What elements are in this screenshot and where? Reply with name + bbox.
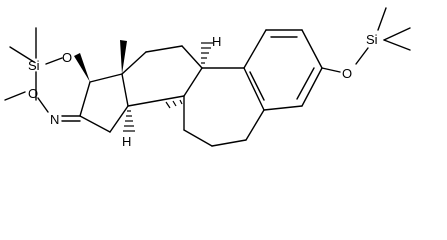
atom-h-top: H [212,34,221,49]
bond-c2-c3 [301,29,323,69]
bond-c15-c14 [109,105,129,133]
ring-b [183,67,265,147]
bond-c10-c1 [243,29,267,69]
bond-c5-c10 [245,109,265,141]
chemical-structure: Si O N O H H Si O [4,7,411,149]
bond-c16-c15 [79,115,111,133]
bond-c4-c5 [263,105,303,111]
hash-c14-h [123,110,135,132]
bond-si-methyl-up-left [9,46,35,63]
bond-c17-c13 [89,73,123,83]
bond-c7-c6 [183,129,213,147]
bond-c6-c5 [211,139,247,147]
bond-o-methyl [4,91,26,101]
bond-si-methyl-right-down [383,27,411,41]
bond-c11-c9 [181,45,203,69]
atom-o-right: O [342,66,352,81]
left-trimethylsilyl-group [9,27,63,101]
hash-c9-h [201,42,213,64]
wedge-c13-methyl [120,40,127,74]
bond-o-si-right [355,47,369,65]
atom-n-oxime: N [50,112,59,127]
bond-si-methyl-right-up [377,7,387,31]
bond-c12-c11 [145,45,183,53]
bond-si-o-left [45,57,63,65]
bond-c5-c10-inner [249,71,265,101]
bond-n-o [37,97,49,113]
bond-c5-c10 [243,67,265,111]
bond-si-methyl-right [383,39,411,51]
bond-c3-c4-inner [296,67,315,100]
wedge-c17-o [74,53,90,82]
atom-o-oxime: O [28,86,38,101]
ring-d [79,73,129,133]
atom-si-left: Si [28,58,40,73]
hash-c8 [165,99,183,109]
bond-c3-o [321,67,341,73]
bond-c13-c12 [121,51,147,75]
atom-o-left: O [62,50,72,65]
bond-c3-c4 [301,67,323,107]
ring-a [243,29,323,111]
bond-c9-c8 [183,67,203,97]
ring-c [121,45,203,107]
atom-si-right: Si [366,32,378,47]
bond-c17-c16 [79,81,91,117]
right-trimethylsilyl-group [321,7,411,73]
bond-c14-c13 [121,73,129,107]
methoxime-group [4,91,81,122]
bond-c8-c14 [127,95,185,107]
atom-h-bottom: H [122,134,131,149]
